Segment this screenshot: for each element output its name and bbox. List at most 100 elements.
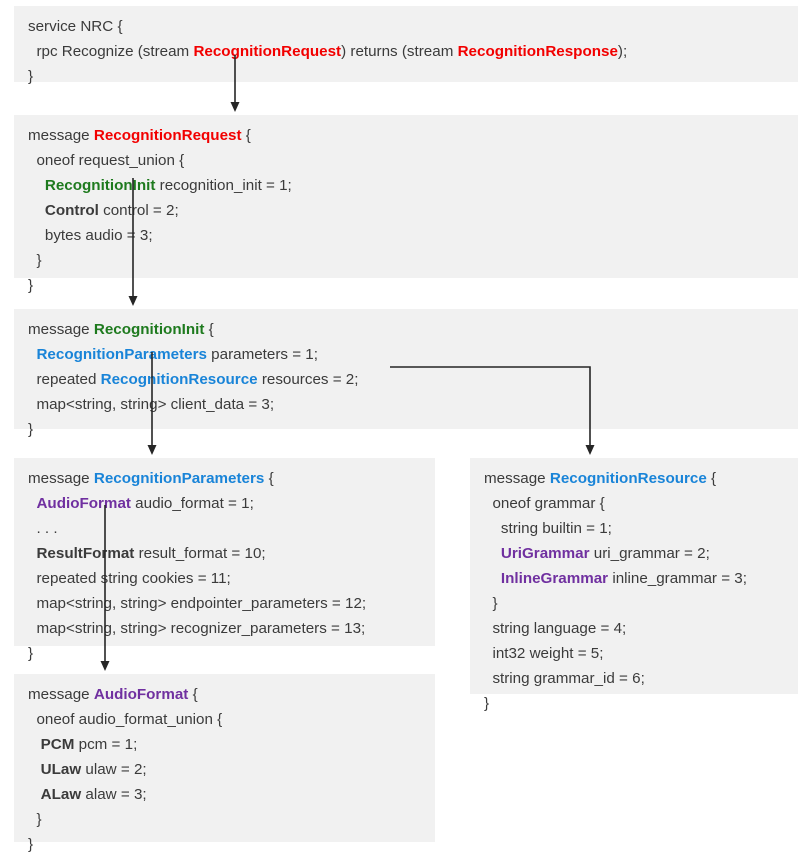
code-token-purple: AudioFormat — [93, 686, 189, 703]
code-token: control = 2; — [98, 202, 179, 219]
code-token: { — [264, 470, 274, 487]
code-line: message AudioFormat { — [28, 682, 435, 707]
code-token: } — [28, 811, 42, 828]
code-line: bytes audio = 3; — [28, 223, 798, 248]
code-line: } — [484, 591, 798, 616]
code-token: } — [28, 68, 34, 85]
code-token: } — [484, 595, 498, 612]
code-line: map<string, string> client_data = 3; — [28, 392, 798, 417]
code-line: } — [28, 807, 435, 832]
code-token — [28, 761, 41, 778]
code-token: } — [28, 252, 42, 269]
code-line: PCM pcm = 1; — [28, 732, 435, 757]
code-token: message — [484, 470, 550, 487]
code-line: RecognitionParameters parameters = 1; — [28, 342, 798, 367]
code-token-purple: UriGrammar — [500, 545, 590, 562]
code-token: map<string, string> endpointer_parameter… — [28, 595, 367, 612]
code-line: } — [28, 273, 798, 298]
code-token: result_format = 10; — [134, 545, 266, 562]
code-token: oneof grammar { — [484, 495, 605, 512]
code-token: bytes audio = 3; — [28, 227, 153, 244]
code-token: message — [28, 686, 94, 703]
code-token: repeated string cookies = 11; — [28, 570, 231, 587]
code-line: map<string, string> endpointer_parameter… — [28, 591, 435, 616]
code-token: { — [241, 127, 251, 144]
code-token: rpc Recognize (stream — [28, 43, 194, 60]
code-line: service NRC { — [28, 14, 798, 39]
code-token: { — [204, 321, 214, 338]
code-line: repeated string cookies = 11; — [28, 566, 435, 591]
code-token: audio_format = 1; — [130, 495, 254, 512]
code-token: ) returns (stream — [341, 43, 458, 60]
block-audio-format: message AudioFormat { oneof audio_format… — [14, 674, 435, 853]
code-token: map<string, string> client_data = 3; — [28, 396, 275, 413]
code-token — [484, 545, 501, 562]
code-token: { — [188, 686, 198, 703]
code-token: } — [28, 836, 34, 853]
code-token: uri_grammar = 2; — [589, 545, 710, 562]
block-recognition-parameters: message RecognitionParameters { AudioFor… — [14, 458, 435, 662]
code-token: service NRC { — [28, 18, 123, 35]
code-token: { — [706, 470, 717, 487]
block-service-nrc: service NRC { rpc Recognize (stream Reco… — [14, 6, 798, 85]
code-token: ); — [617, 43, 628, 60]
block-recognition-request: message RecognitionRequest { oneof reque… — [14, 115, 798, 294]
code-line: string grammar_id = 6; — [484, 666, 798, 691]
code-token: message — [28, 470, 94, 487]
code-token — [28, 736, 41, 753]
code-line: message RecognitionParameters { — [28, 466, 435, 491]
code-token: } — [28, 645, 34, 662]
code-token-black-b: ResultFormat — [36, 545, 135, 562]
code-token-blue: RecognitionParameters — [36, 346, 207, 363]
code-line: InlineGrammar inline_grammar = 3; — [484, 566, 798, 591]
code-token-purple: InlineGrammar — [500, 570, 609, 587]
code-line: } — [28, 832, 435, 857]
code-token: repeated — [28, 371, 101, 388]
code-token: . . . — [28, 520, 58, 537]
code-token: message — [28, 321, 94, 338]
code-line: string language = 4; — [484, 616, 798, 641]
code-line: UriGrammar uri_grammar = 2; — [484, 541, 798, 566]
code-token: int32 weight = 5; — [484, 645, 604, 662]
code-line: } — [28, 64, 798, 89]
code-token-black-b: PCM — [40, 736, 75, 753]
code-line: oneof request_union { — [28, 148, 798, 173]
code-token: oneof audio_format_union { — [28, 711, 223, 728]
code-token: string grammar_id = 6; — [484, 670, 645, 687]
code-line: . . . — [28, 516, 435, 541]
code-token-blue: RecognitionResource — [549, 470, 707, 487]
code-line: rpc Recognize (stream RecognitionRequest… — [28, 39, 798, 64]
code-line: int32 weight = 5; — [484, 641, 798, 666]
code-token: alaw = 3; — [81, 786, 147, 803]
code-token — [28, 177, 45, 194]
code-token: pcm = 1; — [74, 736, 138, 753]
code-token-black-b: ULaw — [40, 761, 82, 778]
code-line: ResultFormat result_format = 10; — [28, 541, 435, 566]
code-token-black-b: ALaw — [40, 786, 82, 803]
code-token-black-b: Control — [44, 202, 99, 219]
code-token: ulaw = 2; — [81, 761, 147, 778]
code-line: message RecognitionInit { — [28, 317, 798, 342]
code-line: ULaw ulaw = 2; — [28, 757, 435, 782]
code-token-green: RecognitionInit — [93, 321, 205, 338]
code-token-green: RecognitionInit — [44, 177, 156, 194]
block-recognition-resource: message RecognitionResource { oneof gram… — [470, 458, 798, 712]
code-token: oneof request_union { — [28, 152, 185, 169]
code-token: } — [484, 695, 490, 712]
code-line: } — [28, 641, 435, 666]
code-token: message — [28, 127, 94, 144]
code-line: map<string, string> recognizer_parameter… — [28, 616, 435, 641]
code-token: map<string, string> recognizer_parameter… — [28, 620, 366, 637]
code-token: inline_grammar = 3; — [608, 570, 747, 587]
code-token-blue: RecognitionParameters — [93, 470, 265, 487]
code-token: resources = 2; — [257, 371, 359, 388]
code-token-blue: RecognitionResource — [100, 371, 258, 388]
code-token: recognition_init = 1; — [155, 177, 292, 194]
code-token-red: RecognitionRequest — [193, 43, 342, 60]
code-line: message RecognitionRequest { — [28, 123, 798, 148]
code-line: Control control = 2; — [28, 198, 798, 223]
code-token-purple: AudioFormat — [36, 495, 131, 512]
code-line: AudioFormat audio_format = 1; — [28, 491, 435, 516]
code-token: string language = 4; — [484, 620, 627, 637]
